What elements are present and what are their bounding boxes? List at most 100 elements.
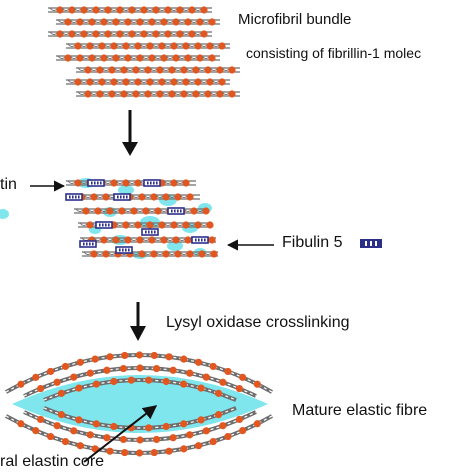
fibrillin-bead: [202, 207, 210, 215]
fibrillin-bead: [160, 54, 168, 62]
fibrillin-bead: [136, 236, 144, 244]
elastin-core-label: ral elastin core: [0, 453, 105, 470]
fibrillin-bead: [138, 250, 146, 258]
fibrillin-bead: [92, 380, 100, 388]
fibrillin-bead: [102, 250, 110, 258]
fibrillin-description-label: consisting of fibrillin-1 molec: [246, 45, 422, 61]
fibrillin-bead: [194, 78, 202, 86]
fibrillin-bead: [180, 66, 188, 74]
fibrillin-bead: [82, 207, 90, 215]
fibrillin-bead: [160, 18, 168, 26]
fibrillin-bead: [140, 30, 148, 38]
fibrillin-strand: [66, 42, 230, 50]
fibrillin-bead: [214, 411, 223, 419]
fibrillin-bead: [86, 369, 94, 377]
fibrillin-bead: [68, 30, 76, 38]
fibrillin-bead: [235, 415, 244, 424]
lysyl-oxidase-label: Lysyl oxidase crosslinking: [166, 314, 350, 331]
fibrillin-bead: [132, 66, 140, 74]
fibrillin-bead: [184, 18, 192, 26]
fibrillin-bead: [88, 54, 96, 62]
fibrillin-bead: [119, 364, 128, 373]
fibrillin-bead: [170, 78, 178, 86]
fibrillin-bead: [180, 420, 188, 428]
fibrillin-bead: [86, 431, 94, 439]
fibrillin-strand: [76, 66, 240, 74]
fibrillin-bead: [158, 42, 166, 50]
fibrillin-bead: [68, 6, 76, 14]
mature-elastic-fibre: [5, 351, 273, 457]
fibrillin-bead: [172, 18, 180, 26]
fibrillin-bead: [86, 42, 94, 50]
fibrillin-bead: [206, 78, 214, 86]
down-arrow-icon: [122, 110, 138, 156]
fibrillin-strand: [66, 78, 230, 86]
fibrillin-bead: [148, 18, 156, 26]
fibulin-5-icon: [191, 236, 209, 244]
fibrillin-bead: [84, 66, 92, 74]
fibrillin-bead: [17, 420, 25, 428]
down-arrow-icon: [130, 302, 146, 341]
fibrillin-bead: [146, 78, 154, 86]
fibrillin-bead: [36, 384, 45, 393]
fibrillin-bead: [64, 18, 72, 26]
fibrillin-bead: [96, 90, 104, 98]
fibrillin-bead: [214, 389, 223, 397]
fibulin-5-icon: [95, 221, 113, 229]
fibrillin-bead: [184, 54, 192, 62]
fibrillin-bead: [174, 250, 182, 258]
fibrillin-strand: [66, 179, 196, 187]
fibulin-5-icon: [113, 193, 131, 201]
fibrillin-bead: [86, 78, 94, 86]
fibrillin-bead: [90, 250, 98, 258]
fibrillin-bead: [53, 378, 61, 386]
fibrillin-bead: [168, 66, 176, 74]
fibrillin-bead: [198, 250, 206, 258]
fibrillin-bead: [174, 193, 182, 201]
fibrillin-bead: [216, 66, 224, 74]
fibrillin-bead: [206, 221, 214, 229]
fibrillin-bead: [165, 353, 173, 361]
fibrillin-bead: [94, 207, 102, 215]
fibrillin-bead: [127, 376, 135, 384]
fibrillin-bead: [92, 30, 100, 38]
fibrillin-bead: [156, 66, 164, 74]
fibrillin-bead: [192, 90, 200, 98]
fibrillin-bead: [53, 422, 61, 430]
fibrillin-bead: [136, 18, 144, 26]
fibrillin-bead: [57, 389, 66, 397]
fibrillin-bead: [216, 90, 224, 98]
fibrillin-bead: [104, 6, 112, 14]
fibrillin-bead: [116, 30, 124, 38]
fibrillin-strand: [56, 18, 220, 26]
fibrillin-bead: [186, 193, 194, 201]
fibrillin-bead: [219, 422, 227, 430]
fibrillin-bead: [146, 42, 154, 50]
fibrillin-bead: [186, 369, 194, 377]
fibrillin-bead: [103, 366, 111, 374]
fibrillin-bead: [108, 66, 116, 74]
elastin-droplet: [167, 241, 183, 251]
fibrillin-bead: [75, 416, 83, 424]
fibrillin-bead: [169, 366, 177, 374]
fibrillin-bead: [176, 6, 184, 14]
fibrillin-bead: [128, 6, 136, 14]
fibrillin-bead: [152, 30, 160, 38]
fibrillin-bead: [92, 420, 100, 428]
fibrillin-bead: [134, 221, 142, 229]
fibrillin-bead: [162, 250, 170, 258]
fibrillin-strand: [5, 351, 273, 394]
fibrillin-bead: [239, 427, 247, 435]
fibrillin-bead: [76, 358, 84, 366]
fibrillin-bead: [122, 78, 130, 86]
fibrillin-bead: [110, 179, 118, 187]
fibrillin-bead: [150, 351, 158, 360]
fibrillin-bead: [90, 193, 98, 201]
fibrillin-bead: [106, 447, 114, 455]
fibrillin-bead: [80, 30, 88, 38]
fibulin-5-icon: [360, 239, 382, 248]
fibrillin-elastin-bundle: [65, 178, 218, 259]
fibrillin-strand: [48, 30, 212, 38]
